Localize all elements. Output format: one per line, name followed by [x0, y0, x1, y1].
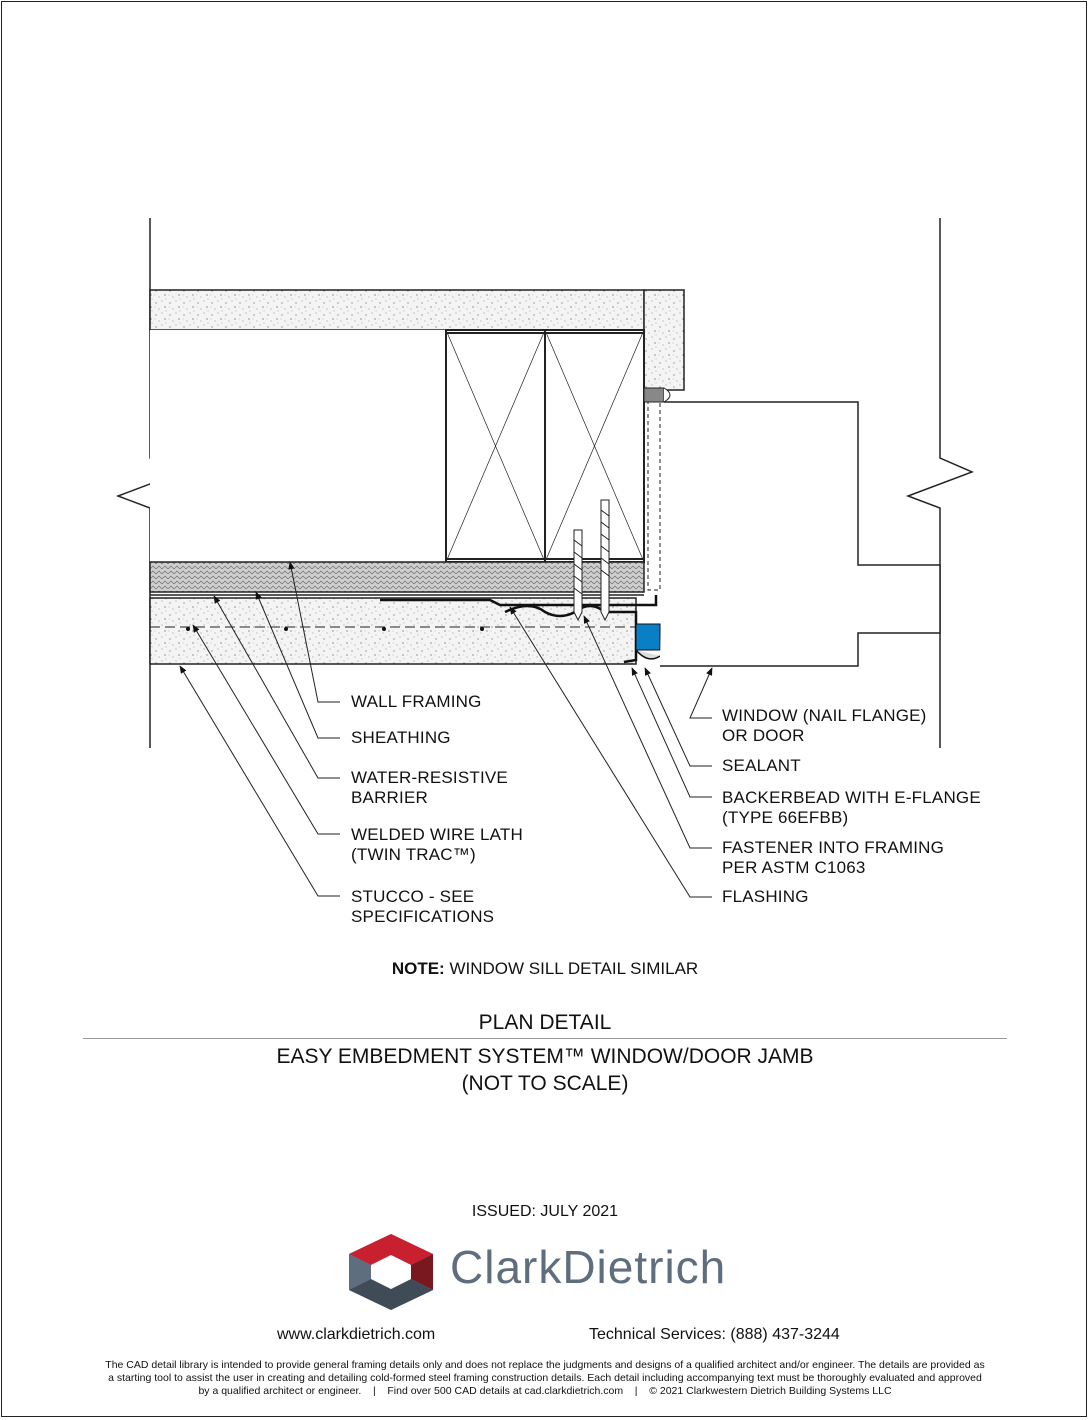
- website-link[interactable]: www.clarkdietrich.com: [277, 1326, 436, 1343]
- jamb-return: [647, 400, 661, 591]
- sealant: [635, 623, 661, 651]
- callout-wrb-line2: BARRIER: [351, 788, 428, 807]
- callout-stucco-line1: STUCCO - SEE: [351, 887, 475, 906]
- title-divider: [83, 1038, 1007, 1039]
- lath-dots: [186, 627, 484, 631]
- interior-board: [149, 289, 645, 331]
- right-break-line: [905, 218, 974, 748]
- callout-fastener-line1: FASTENER INTO FRAMING: [722, 838, 945, 857]
- detail-title: PLAN DETAIL: [478, 1011, 612, 1034]
- detail-subtitle-line1: EASY EMBEDMENT SYSTEM™ WINDOW/DOOR JAMB: [276, 1045, 814, 1068]
- disclaimer-line3: by a qualified architect or engineer. | …: [198, 1385, 892, 1397]
- flashing: [380, 595, 658, 607]
- sealant-bead: [635, 649, 661, 660]
- callout-wall-framing: WALL FRAMING: [351, 692, 482, 711]
- callout-sheathing: SHEATHING: [351, 728, 451, 747]
- detail-scale-note: (NOT TO SCALE): [461, 1072, 629, 1095]
- callout-stucco-line2: SPECIFICATIONS: [351, 907, 495, 926]
- leaders-left: [179, 561, 340, 897]
- callout-backerbead-line2: (TYPE 66EFBB): [722, 808, 849, 827]
- leaders-right: [509, 606, 713, 898]
- wall-cavity: [150, 330, 644, 562]
- clarkdietrich-logo-icon: [349, 1234, 433, 1310]
- return-board: [643, 289, 685, 391]
- brand-name: ClarkDietrich: [450, 1241, 727, 1293]
- note: NOTE: WINDOW SILL DETAIL SIMILAR: [0, 959, 1090, 979]
- callout-lath-line1: WELDED WIRE LATH: [351, 825, 523, 844]
- fasteners: [573, 499, 610, 622]
- callout-window-line1: WINDOW (NAIL FLANGE): [722, 706, 927, 725]
- callout-fastener-line2: PER ASTM C1063: [722, 858, 866, 877]
- sheathing: [149, 561, 645, 593]
- disclaimer: The CAD detail library is intended to pr…: [30, 1359, 1060, 1398]
- stucco: [149, 597, 637, 665]
- callout-lath-line2: (TWIN TRAC™): [351, 845, 476, 864]
- plan-detail-drawing: [115, 218, 974, 898]
- top-sealant: [643, 387, 665, 403]
- technical-services: Technical Services: (888) 437-3244: [589, 1326, 840, 1343]
- window-unit: [660, 401, 941, 667]
- detail-subtitle: EASY EMBEDMENT SYSTEM™ WINDOW/DOOR JAMB …: [0, 1043, 1090, 1097]
- callout-wrb-line1: WATER-RESISTIVE: [351, 768, 508, 787]
- callout-sealant: SEALANT: [722, 756, 801, 775]
- callout-window-line2: OR DOOR: [722, 726, 805, 745]
- note-label: NOTE:: [391, 959, 445, 978]
- callout-flashing: FLASHING: [722, 887, 809, 906]
- callout-backerbead-line1: BACKERBEAD WITH E-FLANGE: [722, 788, 981, 807]
- note-text: WINDOW SILL DETAIL SIMILAR: [449, 959, 699, 978]
- disclaimer-line2: a starting tool to assist the user in cr…: [108, 1372, 982, 1384]
- disclaimer-line1: The CAD detail library is intended to pr…: [105, 1359, 985, 1371]
- backerbead: [504, 604, 638, 664]
- issued-date: ISSUED: JULY 2021: [471, 1203, 619, 1220]
